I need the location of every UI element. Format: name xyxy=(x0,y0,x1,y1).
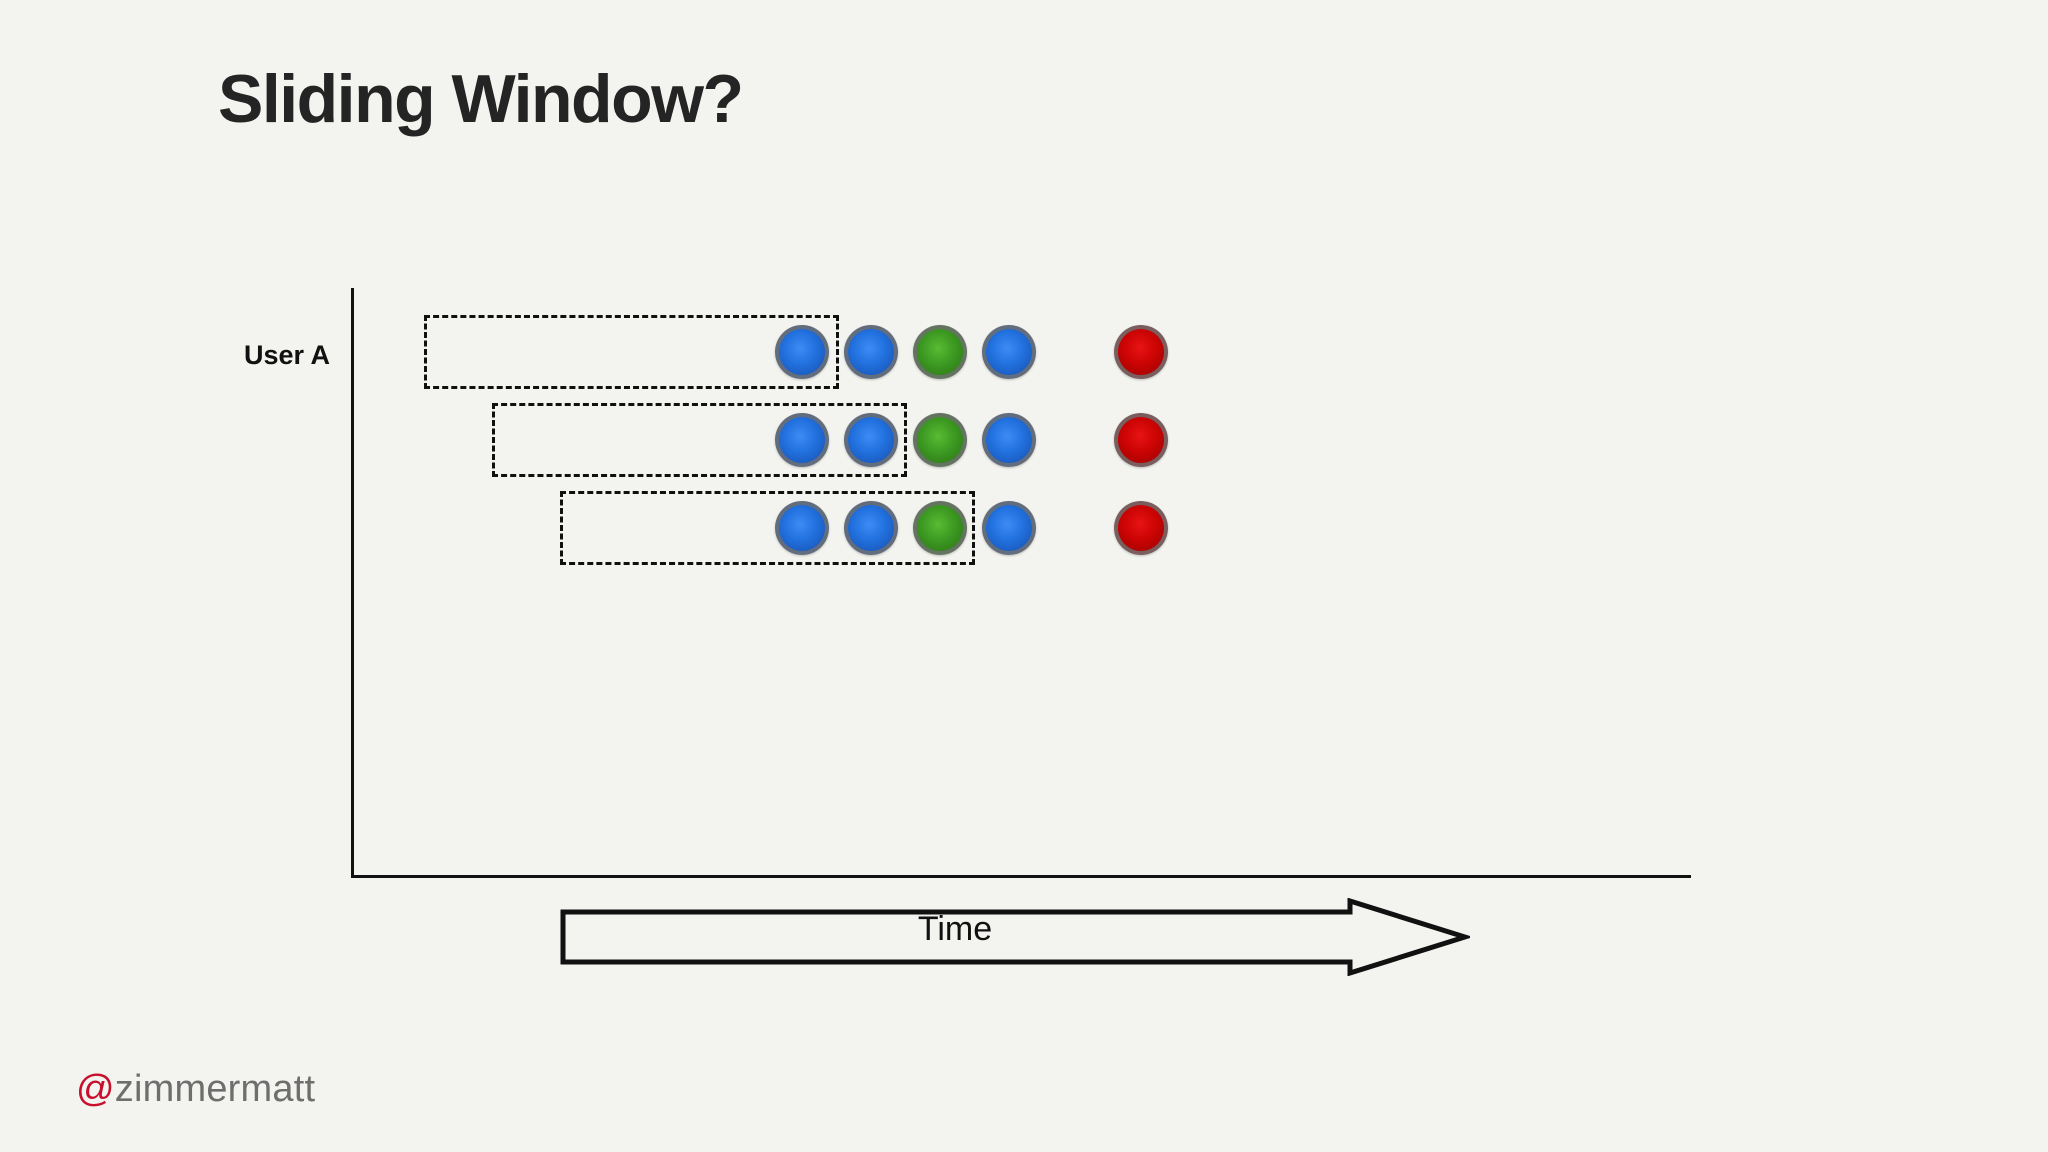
sliding-window-box-1[interactable] xyxy=(424,315,839,389)
y-axis-line xyxy=(351,288,354,878)
time-axis-label: Time xyxy=(917,910,993,948)
event-circle[interactable] xyxy=(913,413,967,467)
row-label-user-a: User A xyxy=(243,340,330,370)
at-symbol-icon: @ xyxy=(76,1068,115,1110)
time-axis-arrow xyxy=(560,898,1470,976)
sliding-window-box-2[interactable] xyxy=(492,403,907,477)
event-circle[interactable] xyxy=(913,325,967,379)
event-circle[interactable] xyxy=(775,325,829,379)
event-circle[interactable] xyxy=(982,413,1036,467)
event-circle[interactable] xyxy=(982,325,1036,379)
event-circle[interactable] xyxy=(1114,325,1168,379)
event-circle[interactable] xyxy=(1114,413,1168,467)
watermark-handle: zimmermatt xyxy=(114,1068,316,1110)
event-circle[interactable] xyxy=(844,325,898,379)
event-circle[interactable] xyxy=(913,501,967,555)
event-circle[interactable] xyxy=(775,413,829,467)
event-circle[interactable] xyxy=(775,501,829,555)
event-circle[interactable] xyxy=(844,413,898,467)
x-axis-line xyxy=(351,875,1691,878)
page-title: Sliding Window? xyxy=(218,61,744,137)
event-circle[interactable] xyxy=(982,501,1036,555)
time-arrow-shape xyxy=(560,898,1470,976)
event-circle[interactable] xyxy=(844,501,898,555)
watermark: @zimmermatt xyxy=(76,1068,315,1111)
sliding-window-box-3[interactable] xyxy=(560,491,975,565)
event-circle[interactable] xyxy=(1114,501,1168,555)
